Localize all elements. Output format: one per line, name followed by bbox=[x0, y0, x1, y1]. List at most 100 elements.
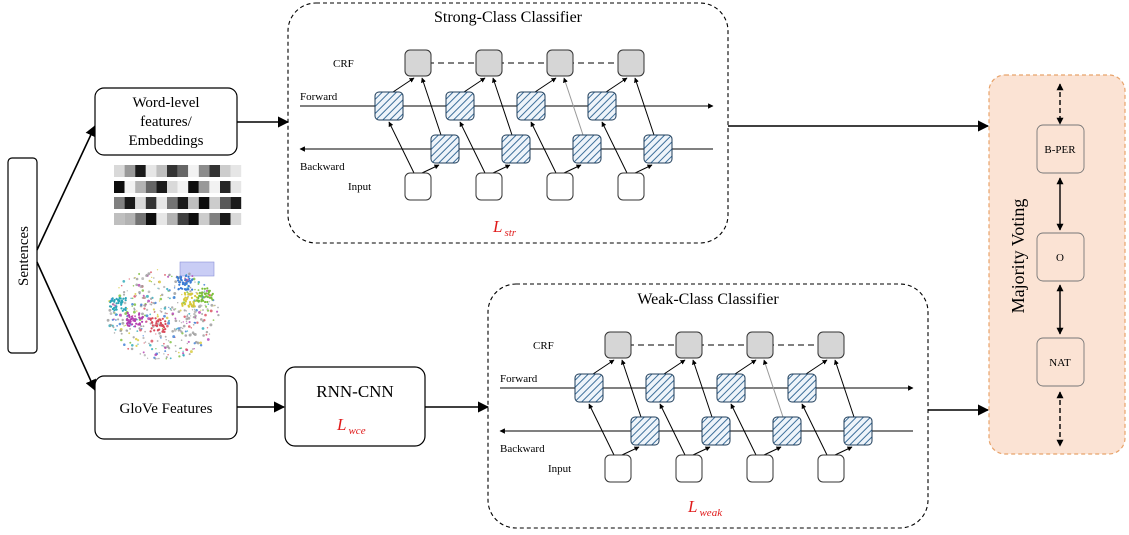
scatter-point bbox=[143, 342, 145, 344]
scatter-point bbox=[204, 313, 207, 317]
scatter-point bbox=[187, 316, 191, 320]
edge-input-forward bbox=[388, 121, 415, 174]
scatter-point bbox=[158, 352, 160, 354]
scatter-point bbox=[121, 321, 125, 325]
scatter-point bbox=[145, 308, 149, 312]
input-node bbox=[675, 454, 703, 483]
scatter-cluster-point bbox=[186, 288, 189, 291]
scatter-cluster-point bbox=[197, 296, 200, 300]
scatter-point bbox=[154, 301, 157, 305]
scatter-point bbox=[207, 303, 210, 305]
scatter-point bbox=[164, 350, 167, 353]
sentences-label: Sentences bbox=[16, 226, 32, 286]
scatter-point bbox=[155, 333, 157, 335]
scatter-point bbox=[137, 343, 139, 345]
edge-backward-crf bbox=[421, 77, 442, 136]
scatter-point bbox=[118, 287, 120, 289]
edge-forward-crf bbox=[805, 359, 828, 375]
scatter-point bbox=[180, 326, 182, 329]
edge-forward-crf bbox=[463, 77, 486, 93]
scatter-point bbox=[108, 308, 112, 312]
scatter-cluster-point bbox=[135, 322, 138, 325]
scatter-point bbox=[113, 332, 116, 334]
scatter-point bbox=[118, 294, 122, 298]
embedding-cell bbox=[135, 181, 146, 193]
scatter-point bbox=[163, 342, 165, 345]
scatter-point bbox=[193, 333, 197, 336]
embedding-cell bbox=[167, 197, 178, 209]
scatter-cluster-point bbox=[189, 301, 192, 304]
scatter-point bbox=[134, 292, 137, 296]
tag-b-per-label: B-PER bbox=[1044, 144, 1076, 156]
scatter-point bbox=[178, 320, 181, 322]
scatter-point bbox=[154, 357, 157, 360]
scatter-point bbox=[168, 306, 170, 309]
scatter-cluster-point bbox=[111, 297, 114, 300]
scatter-point bbox=[135, 344, 138, 347]
scatter-point bbox=[199, 343, 203, 347]
scatter-point bbox=[163, 314, 166, 318]
input-node bbox=[817, 454, 845, 483]
scatter-point bbox=[188, 312, 191, 315]
scatter-point bbox=[174, 317, 177, 320]
scatter-point bbox=[200, 309, 202, 311]
scatter-point bbox=[193, 308, 196, 311]
forward-label: Forward bbox=[500, 373, 538, 385]
scatter-point bbox=[146, 301, 149, 303]
scatter-point bbox=[184, 334, 188, 337]
scatter-point bbox=[178, 355, 181, 358]
forward-lstm-cell bbox=[587, 91, 617, 121]
scatter-point bbox=[165, 338, 167, 341]
scatter-cluster-point bbox=[206, 287, 209, 290]
embedding-cell bbox=[124, 213, 136, 225]
edge-input-backward bbox=[763, 446, 782, 456]
scatter-cluster-point bbox=[138, 322, 141, 325]
scatter-point bbox=[109, 312, 113, 315]
scatter-point bbox=[131, 297, 134, 300]
scatter-point bbox=[198, 310, 201, 314]
scatter-point bbox=[166, 312, 168, 315]
scatter-point bbox=[176, 327, 179, 329]
scatter-cluster-point bbox=[187, 285, 190, 288]
scatter-point bbox=[188, 272, 191, 276]
input-node bbox=[617, 172, 645, 201]
scatter-point bbox=[204, 290, 206, 292]
scatter-point bbox=[189, 350, 193, 354]
backward-lstm-cell bbox=[843, 416, 873, 446]
scatter-cluster-point bbox=[150, 327, 153, 330]
scatter-cluster-point bbox=[126, 318, 129, 321]
sentences-box: Sentences bbox=[7, 157, 38, 354]
scatter-point bbox=[150, 301, 153, 304]
scatter-cluster-point bbox=[203, 287, 206, 290]
scatter-cluster-point bbox=[187, 304, 190, 307]
embedding-cell bbox=[145, 181, 157, 193]
scatter-point bbox=[142, 336, 145, 340]
embedding-cell bbox=[209, 197, 220, 209]
scatter-cluster-point bbox=[124, 297, 127, 300]
scatter-point bbox=[145, 321, 147, 323]
embedding-cell bbox=[230, 181, 242, 193]
scatter-point bbox=[196, 321, 199, 324]
scatter-point bbox=[153, 283, 156, 286]
scatter-cluster-point bbox=[206, 295, 209, 299]
scatter-cluster-point bbox=[180, 276, 183, 279]
scatter-point bbox=[214, 304, 216, 307]
scatter-cluster-point bbox=[126, 321, 129, 324]
scatter-point bbox=[188, 353, 191, 356]
edge-input-backward bbox=[563, 164, 582, 174]
embedding-cell bbox=[114, 213, 125, 225]
scatter-cluster-point bbox=[117, 301, 120, 305]
scatter-point bbox=[212, 319, 215, 321]
scatter-point bbox=[177, 351, 180, 354]
embedding-matrix-image bbox=[114, 165, 242, 225]
crf-node bbox=[475, 49, 503, 77]
scatter-point bbox=[165, 356, 168, 359]
edge-forward-crf bbox=[392, 77, 415, 93]
scatter-point bbox=[150, 339, 154, 343]
scatter-point bbox=[120, 284, 123, 287]
scatter-point bbox=[191, 309, 194, 311]
scatter-point bbox=[201, 327, 205, 330]
forward-label: Forward bbox=[300, 91, 338, 103]
scatter-cluster-point bbox=[124, 306, 127, 309]
